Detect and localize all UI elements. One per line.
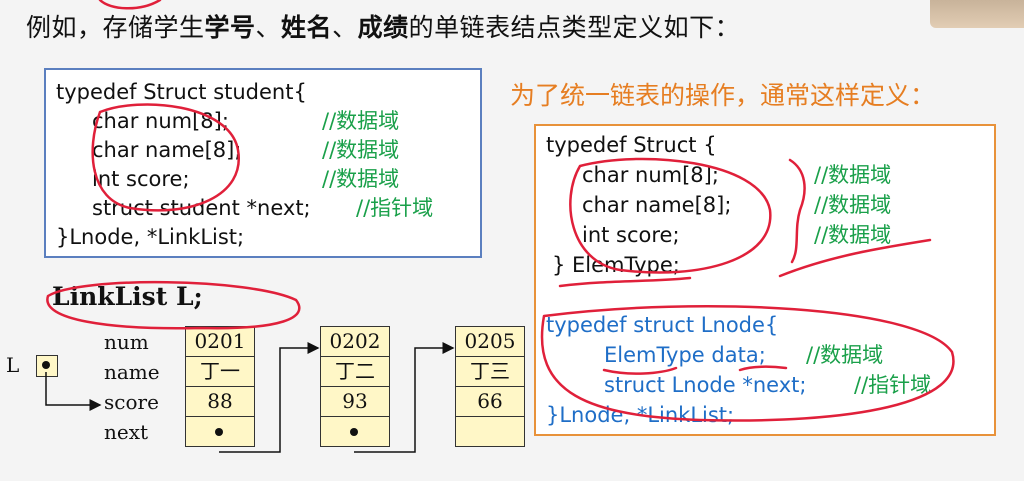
code-line: int score; bbox=[92, 167, 190, 191]
code-comment: //数据域 bbox=[322, 138, 400, 162]
field-label-name: name bbox=[104, 360, 160, 384]
annotation-circle-left bbox=[91, 103, 240, 212]
annotation-tick-right bbox=[778, 238, 932, 278]
node-score: 88 bbox=[186, 387, 254, 417]
field-label-next: next bbox=[104, 420, 149, 444]
node-name: 丁一 bbox=[186, 357, 254, 387]
right-title: 为了统一链表的操作，通常这样定义： bbox=[510, 81, 936, 110]
list-node-2: 0202 丁二 93 bbox=[320, 326, 390, 447]
code-line: char name[8]; bbox=[92, 138, 242, 162]
node-score: 93 bbox=[321, 387, 389, 417]
code-comment: //数据域 bbox=[322, 167, 400, 191]
annotation-underline-data bbox=[738, 365, 788, 372]
node-num: 0205 bbox=[456, 327, 524, 357]
code-comment: //数据域 bbox=[322, 109, 400, 133]
code-line: typedef Struct student{ bbox=[56, 80, 307, 104]
node-score: 66 bbox=[456, 387, 524, 417]
annotation-circle-linklist bbox=[46, 280, 301, 330]
presenter-video-thumbnail bbox=[930, 0, 1024, 28]
code-line: char num[8]; bbox=[582, 163, 719, 187]
pointer-label: L bbox=[6, 353, 20, 377]
annotation-top-arc bbox=[98, 0, 162, 10]
code-comment: //指针域 bbox=[356, 196, 434, 220]
pointer-dot bbox=[215, 428, 223, 436]
annotation-underline-elemtype2 bbox=[602, 366, 678, 375]
code-line: }Lnode, *LinkList; bbox=[56, 225, 245, 249]
code-line: struct Lnode *next; bbox=[604, 373, 807, 397]
code-line: char num[8]; bbox=[92, 109, 229, 133]
head-pointer-box bbox=[36, 355, 58, 377]
list-node-1: 0201 丁一 88 bbox=[185, 326, 255, 447]
node-num: 0201 bbox=[186, 327, 254, 357]
page-heading: 例如，存储学生学号、姓名、成绩的单链表结点类型定义如下： bbox=[26, 13, 741, 42]
pointer-dot bbox=[350, 428, 358, 436]
list-node-3: 0205 丁三 66 bbox=[455, 326, 525, 447]
node-next bbox=[321, 417, 389, 446]
node-num: 0202 bbox=[321, 327, 389, 357]
annotation-circle-right bbox=[569, 157, 772, 274]
code-comment: //数据域 bbox=[814, 163, 892, 187]
code-comment: //数据域 bbox=[814, 223, 892, 247]
code-line: typedef Struct { bbox=[546, 133, 717, 157]
code-comment: //数据域 bbox=[814, 193, 892, 217]
next-arrow-1 bbox=[219, 342, 320, 453]
node-next bbox=[186, 417, 254, 446]
annotation-underline-elemtype bbox=[558, 276, 692, 288]
next-arrow-2 bbox=[354, 342, 455, 453]
node-name: 丁三 bbox=[456, 357, 524, 387]
code-line: char name[8]; bbox=[582, 193, 732, 217]
code-line: typedef struct Lnode{ bbox=[546, 313, 779, 337]
field-label-num: num bbox=[104, 330, 149, 354]
code-comment: //指针域 bbox=[854, 373, 932, 397]
code-comment: //数据域 bbox=[806, 343, 884, 367]
field-label-score: score bbox=[104, 390, 159, 414]
student-struct-code-box: typedef Struct student{ char num[8]; //数… bbox=[44, 68, 482, 258]
annotation-circle-node bbox=[540, 304, 955, 422]
annotation-brace-right bbox=[788, 158, 806, 264]
elemtype-struct-code-box: typedef Struct { char num[8]; //数据域 char… bbox=[534, 124, 996, 436]
pointer-dot bbox=[42, 361, 50, 369]
head-pointer-arrow bbox=[45, 372, 102, 411]
code-line: int score; bbox=[582, 223, 680, 247]
node-name: 丁二 bbox=[321, 357, 389, 387]
code-line: ElemType data; bbox=[604, 343, 766, 367]
